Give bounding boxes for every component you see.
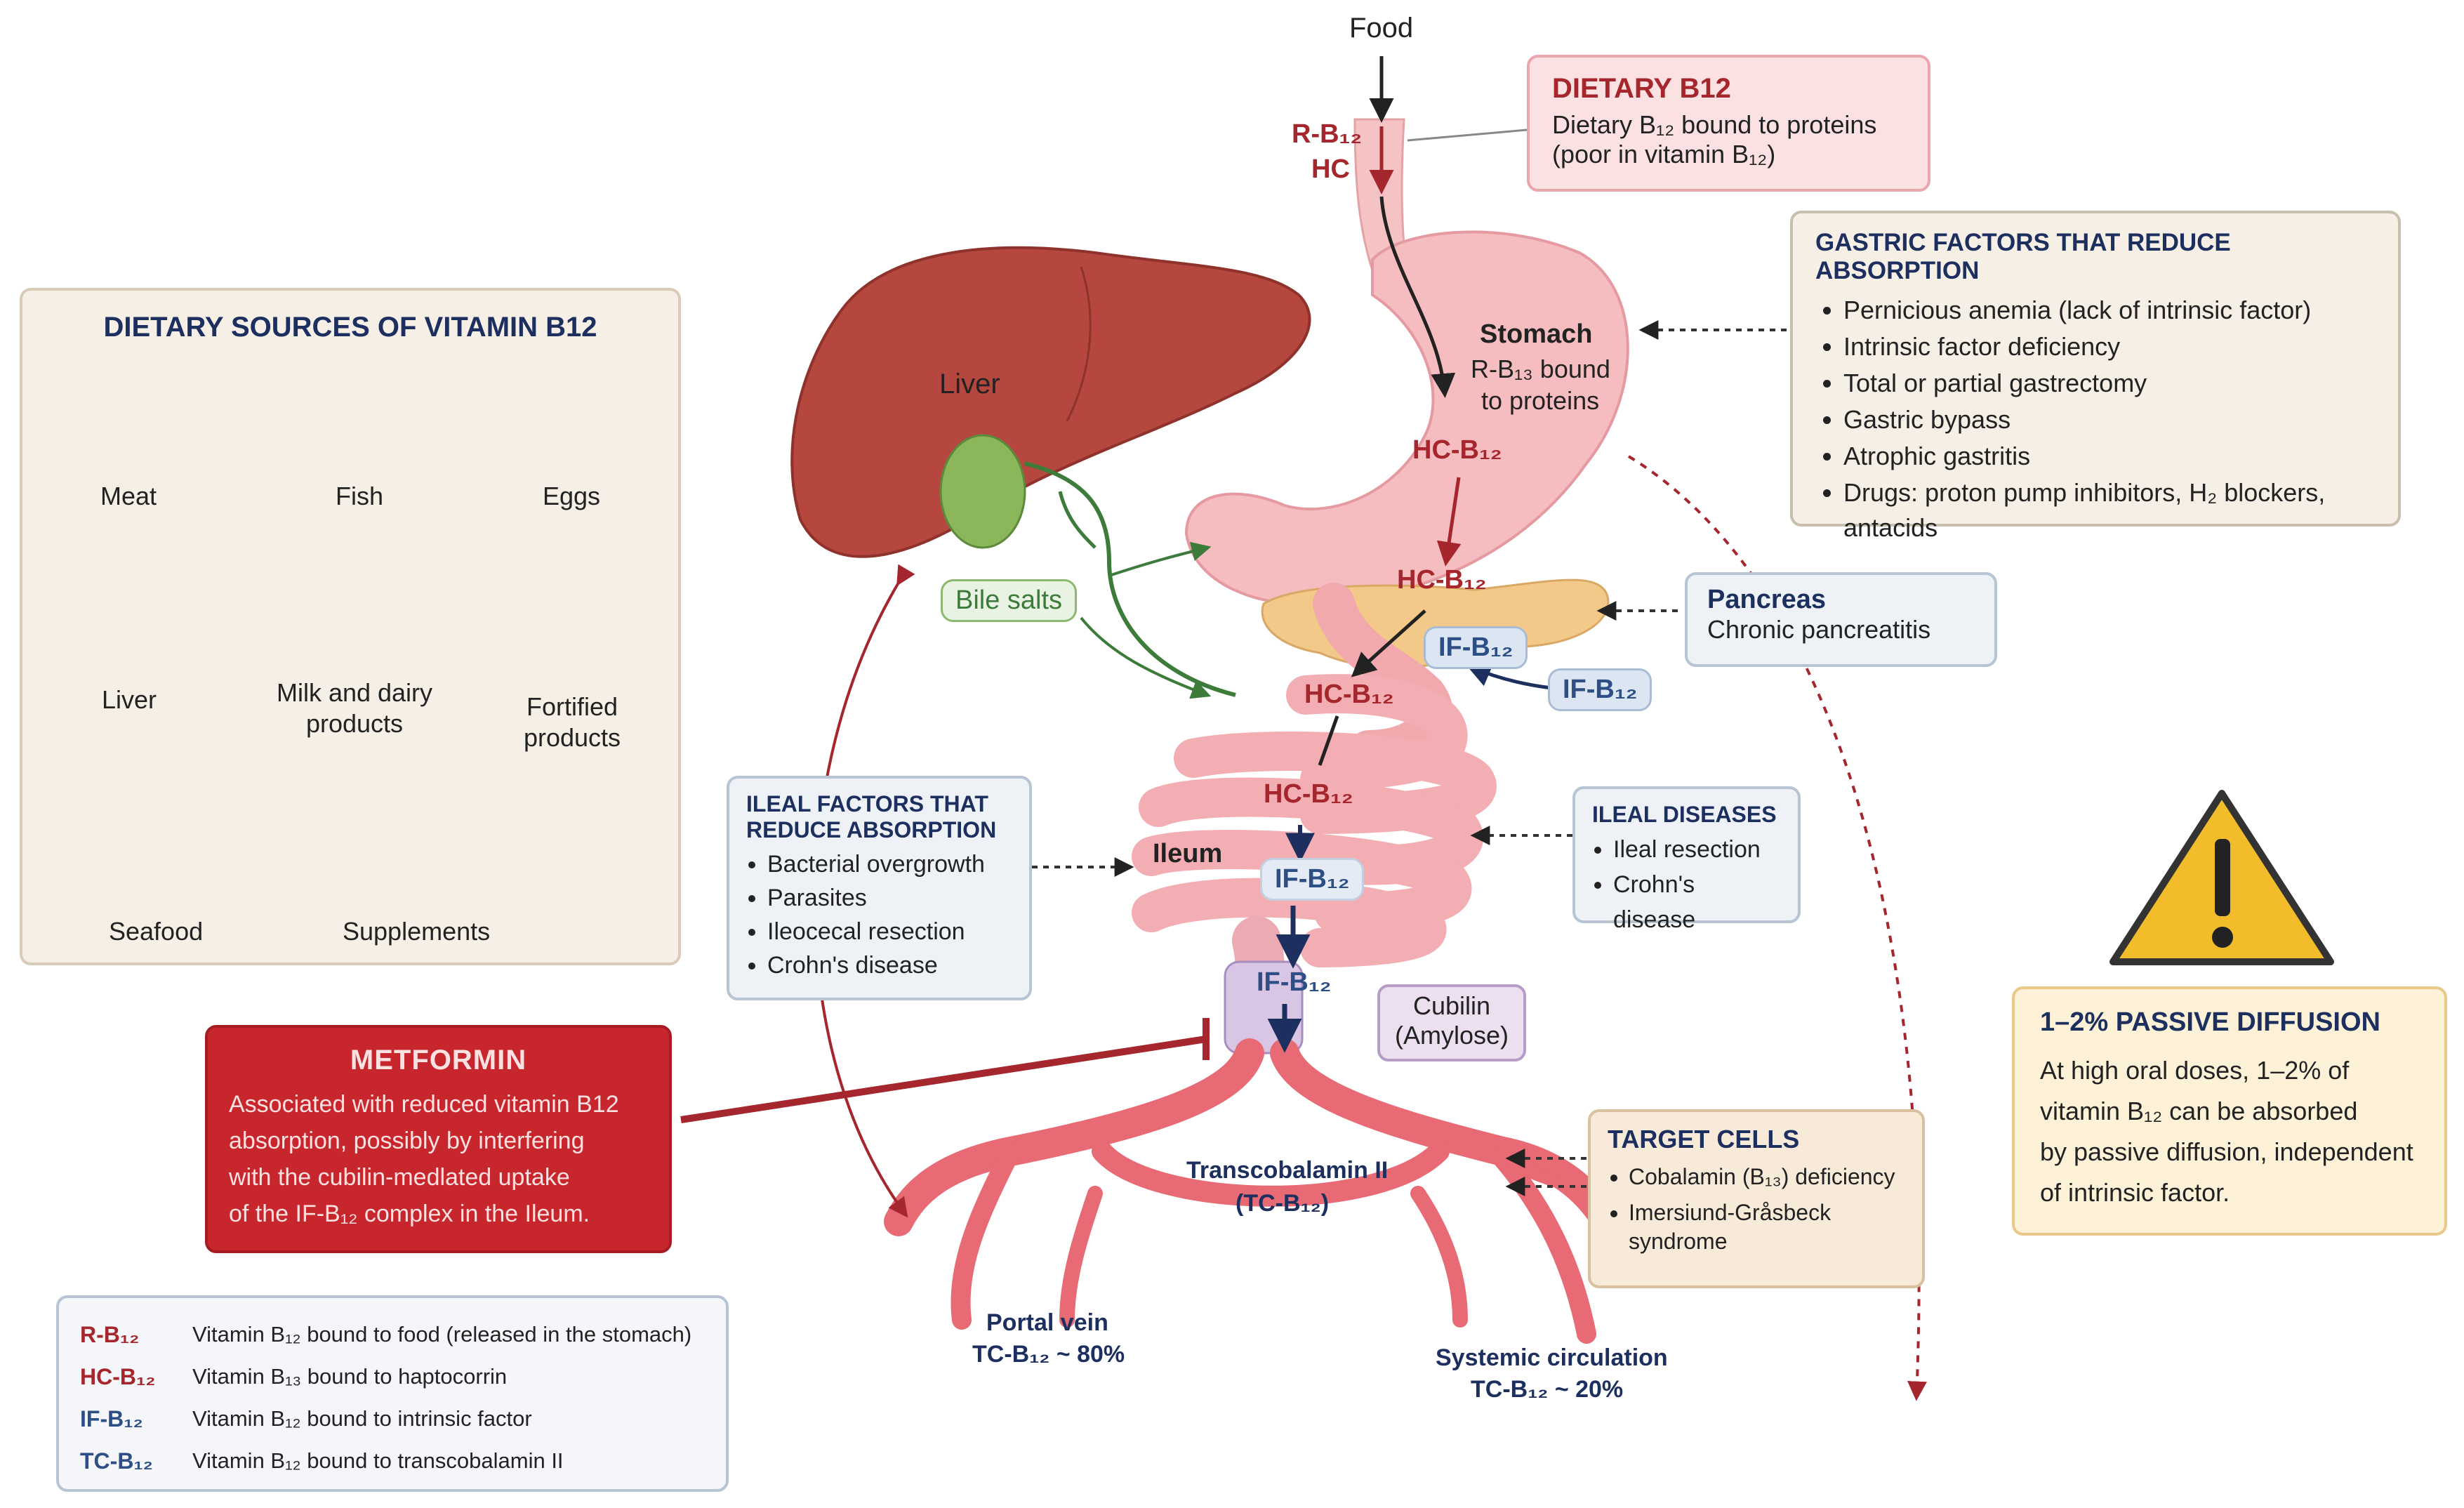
passive-diffusion-title: 1–2% PASSIVE DIFFUSION [2040, 1007, 2380, 1037]
cubilin-box: Cubilin (Amylose) [1377, 984, 1526, 1061]
hc-b12-label: HC-B₁₂ [1397, 565, 1487, 595]
cubilin-sub: (Amylose) [1394, 1021, 1509, 1050]
passive-line: At high oral doses, 1–2% of [2040, 1056, 2350, 1085]
ileal-factors-box: ILEAL FACTORS THAT REDUCE ABSORPTION Bac… [727, 776, 1032, 1000]
hc-label: HC [1311, 154, 1350, 184]
metformin-box: METFORMIN Associated with reduced vitami… [205, 1025, 672, 1253]
cubilin-label: Cubilin [1412, 991, 1491, 1020]
hc-b12-label: HC-B₁₂ [1264, 779, 1353, 809]
hc-b12-label: HC-B₁₂ [1412, 435, 1502, 465]
liver-shape [790, 246, 1311, 558]
target-cells-title: TARGET CELLS [1608, 1125, 1800, 1153]
metformin-line: with the cubilin-medlated uptake [229, 1164, 570, 1191]
ileal-factor-item: Parasites [767, 881, 1012, 915]
target-cell-item-continued: syndrome [1629, 1229, 1728, 1254]
seafood-label: Seafood [109, 917, 204, 946]
gastric-item: Atrophic gastritis [1843, 438, 2376, 475]
liver-label: Liver [939, 369, 1000, 399]
gastric-factors-box: GASTRIC FACTORS THAT REDUCE ABSORPTION P… [1790, 211, 2401, 542]
dietary-b12-line2: (poor in vitamin B₁₂) [1552, 140, 1776, 168]
systemic-percent: TC-B₁₂ ~ 20% [1471, 1376, 1624, 1403]
legend-key: TC-B₁₂ [80, 1448, 153, 1474]
gastric-item: Total or partial gastrectomy [1843, 365, 2376, 402]
warning-icon [2109, 790, 2334, 965]
bile-duct [1024, 461, 1236, 697]
ileum-label: Ileum [1153, 839, 1223, 868]
liver-food-label: Liver [102, 685, 157, 714]
stomach-sub1: R-B₁₃ bound [1471, 355, 1610, 383]
liver-lobe-line [1066, 266, 1092, 422]
ileal-factor-item: Crohn's disease [767, 948, 1012, 982]
target-cell-item: Imersiund-Gråsbeck [1629, 1196, 1905, 1229]
ileal-disease-item: Crohn's disease [1613, 867, 1781, 937]
passive-diffusion-box: 1–2% PASSIVE DIFFUSION At high oral dose… [2012, 986, 2447, 1236]
fish-label: Fish [336, 482, 384, 510]
stomach-label: Stomach [1480, 319, 1593, 349]
ileal-factor-item: Ileocecal resection [767, 915, 1012, 948]
ileal-factors-title: ILEAL FACTORS THAT [746, 791, 988, 816]
legend-row: IF-B₁₂ Vitamin B₁₂ bound to intrinsic fa… [80, 1398, 705, 1440]
eggs-label: Eggs [543, 482, 601, 510]
legend-box: R-B₁₂ Vitamin B₁₂ bound to food (release… [56, 1295, 729, 1492]
legend-key: HC-B₁₂ [80, 1363, 156, 1389]
if-b12-badge: IF-B₁₂ [1260, 858, 1365, 901]
legend-key: R-B₁₂ [80, 1321, 140, 1347]
supplements-label: Supplements [343, 917, 491, 946]
small-intestine [1132, 674, 1497, 967]
pancreas-title: Pancreas [1707, 585, 1827, 614]
passive-line: by passive diffusion, independent [2040, 1137, 2413, 1166]
metformin-line: Associated with reduced vitamin B12 [229, 1091, 619, 1118]
target-cells-box: TARGET CELLS Cobalamin (B₁₃) deficiency … [1588, 1109, 1925, 1288]
target-cell-item: Cobalamin (B₁₃) deficiency [1629, 1157, 1905, 1196]
gastric-item: Intrinsic factor deficiency [1843, 329, 2376, 365]
metformin-line: absorption, possibly by interfering [229, 1127, 585, 1154]
gastric-item: Pernicious anemia (lack of intrinsic fac… [1843, 292, 2376, 329]
legend-desc: Vitamin B₁₂ bound to intrinsic factor [192, 1406, 532, 1431]
legend-key: IF-B₁₂ [80, 1406, 143, 1431]
ileal-diseases-box: ILEAL DISEASES Ileal resection Crohn's d… [1572, 786, 1801, 933]
ileal-diseases-title: ILEAL DISEASES [1592, 802, 1777, 827]
gastric-item: Gastric bypass [1843, 402, 2376, 438]
if-b12-badge: IF-B₁₂ [1424, 626, 1528, 669]
gastric-factors-title: GASTRIC FACTORS THAT REDUCE ABSORPTION [1815, 229, 2231, 284]
gallbladder [939, 434, 1026, 549]
legend-desc: Vitamin B₁₂ bound to transcobalamin II [192, 1448, 564, 1473]
if-b12-pancreas-badge: IF-B₁₂ [1548, 668, 1652, 711]
dietary-b12-line1: Dietary B₁₂ bound to proteins [1552, 110, 1877, 139]
r-b12-label: R-B₁₂ [1292, 119, 1363, 149]
gastric-item-continued: antacids [1843, 513, 1938, 542]
fortified-label: Fortified products [523, 692, 621, 752]
hc-b12-label: HC-B₁₂ [1304, 680, 1394, 709]
transcobalamin-sub: (TC-B₁₂) [1236, 1190, 1330, 1217]
stomach-sub2: to proteins [1481, 386, 1600, 415]
passive-line: vitamin B₁₂ can be absorbed [2040, 1097, 2358, 1125]
metformin-title: METFORMIN [350, 1045, 527, 1076]
legend-row: TC-B₁₂ Vitamin B₁₂ bound to transcobalam… [80, 1440, 705, 1482]
meat-label: Meat [100, 482, 157, 510]
legend-desc: Vitamin B₁₂ bound to food (released in t… [192, 1322, 692, 1347]
ileal-factors-title2: REDUCE ABSORPTION [746, 817, 997, 842]
pancreas-line: Chronic pancreatitis [1707, 615, 1931, 644]
dietary-b12-title: DIETARY B12 [1552, 73, 1731, 104]
dietary-sources-box: DIETARY SOURCES OF VITAMIN B12 [20, 288, 681, 965]
ileal-disease-item: Ileal resection [1613, 832, 1781, 867]
legend-row: R-B₁₂ Vitamin B₁₂ bound to food (release… [80, 1314, 705, 1356]
legend-row: HC-B₁₂ Vitamin B₁₃ bound to haptocorrin [80, 1356, 705, 1398]
metformin-line: of the IF-B₁₂ complex in the Ileum. [229, 1201, 590, 1227]
food-label: Food [1349, 13, 1414, 44]
if-b12-cubilin-label: IF-B₁₂ [1257, 967, 1332, 997]
dietary-b12-box: DIETARY B12 Dietary B₁₂ bound to protein… [1527, 55, 1930, 192]
bile-salts-badge: Bile salts [941, 579, 1078, 622]
ileal-factor-item: Bacterial overgrowth [767, 847, 1012, 881]
systemic-label: Systemic circulation [1436, 1344, 1668, 1371]
dietary-sources-title: DIETARY SOURCES OF VITAMIN B12 [103, 312, 597, 343]
passive-line: of intrinsic factor. [2040, 1178, 2230, 1207]
pancreas-box: Pancreas Chronic pancreatitis [1685, 572, 1997, 667]
gastric-item: Drugs: proton pump inhibitors, H₂ blocke… [1843, 475, 2376, 511]
legend-desc: Vitamin B₁₃ bound to haptocorrin [192, 1364, 508, 1389]
transcobalamin-label: Transcobalamin II [1186, 1157, 1389, 1184]
milk-label: Milk and dairy products [276, 678, 433, 738]
portal-vein-label: Portal vein [986, 1309, 1108, 1336]
portal-vein-percent: TC-B₁₂ ~ 80% [972, 1341, 1125, 1368]
